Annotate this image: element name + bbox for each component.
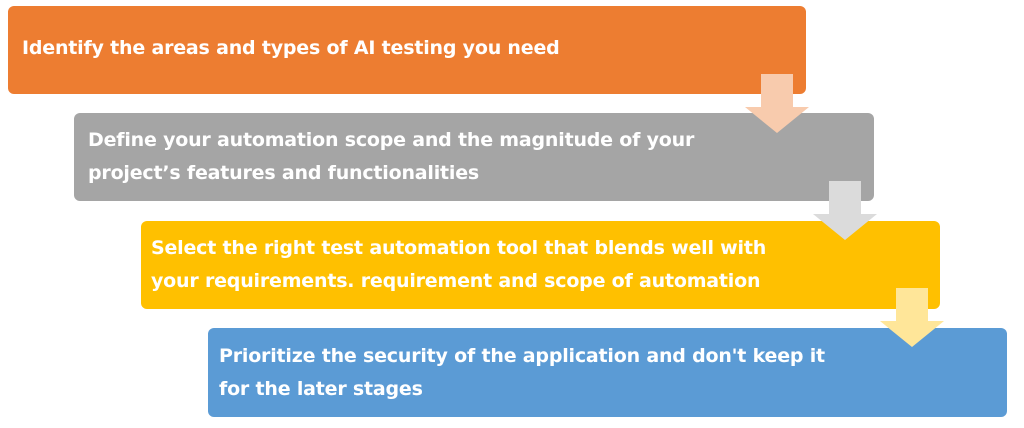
step-1-box: Identify the areas and types of AI testi… [8,6,806,94]
step-2-text: Define your automation scope and the mag… [88,124,694,190]
step-4-box: Prioritize the security of the applicati… [208,328,1007,417]
arrow-3-shape [880,288,944,347]
step-3-text: Select the right test automation tool th… [151,232,766,298]
step-1-text: Identify the areas and types of AI testi… [22,32,560,65]
step-4-line-2: for the later stages [219,377,423,400]
step-2-box: Define your automation scope and the mag… [74,113,874,201]
step-2-line-2: project’s features and functionalities [88,162,480,184]
arrow-1-shape [745,74,809,133]
step-1-line-1: Identify the areas and types of AI testi… [22,37,560,59]
down-arrow-icon [813,181,877,240]
down-arrow-icon [880,288,944,347]
arrow-2-shape [813,181,877,240]
step-2-line-1: Define your automation scope and the mag… [88,129,695,151]
step-3-box: Select the right test automation tool th… [141,221,940,309]
down-arrow-icon [745,74,809,133]
step-4-line-1: Prioritize the security of the applicati… [219,344,825,367]
step-4-text: Prioritize the security of the applicati… [219,340,825,406]
step-3-line-1: Select the right test automation tool th… [151,237,767,259]
step-3-line-2: your requirements. requirement and scope… [151,270,761,292]
